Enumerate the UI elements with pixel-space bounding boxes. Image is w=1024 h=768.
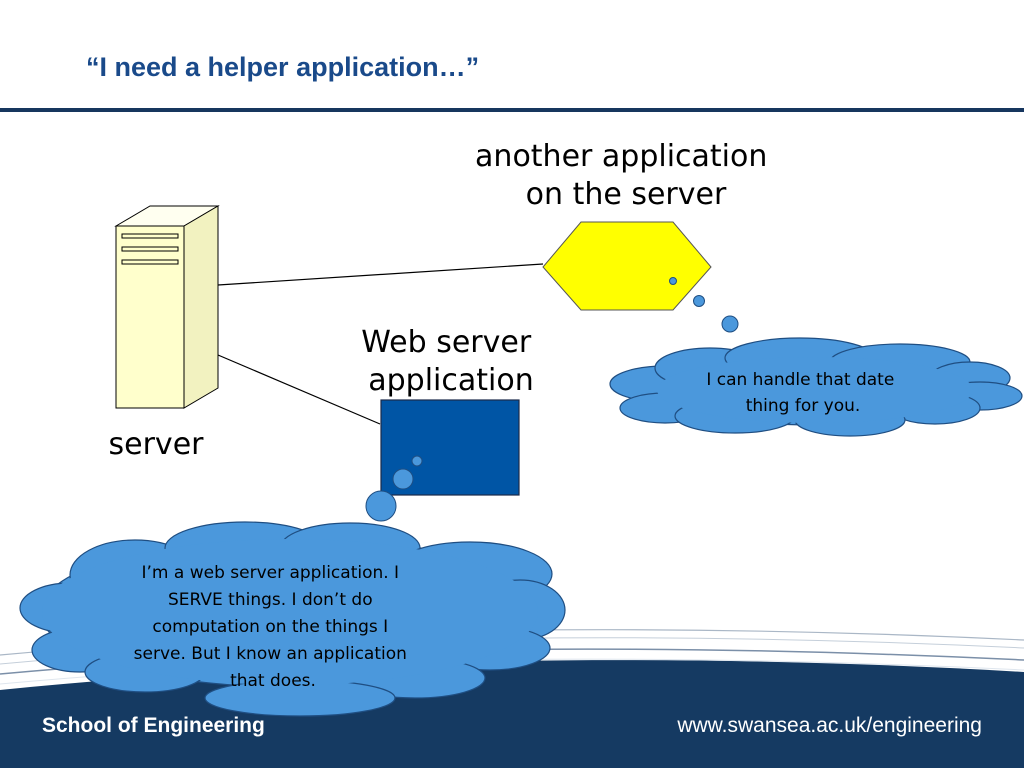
helper-speech-bubble	[609, 337, 1023, 437]
other-application-hexagon	[542, 221, 712, 311]
other-app-label: another application on the server	[475, 139, 777, 212]
other-app-label-line-2: on the server	[526, 177, 727, 212]
helper-bubble-text: I can handle that date thing for you.	[706, 370, 899, 416]
slide-title: “I need a helper application…”	[86, 52, 479, 82]
other-app-label-line-1: another application	[475, 139, 767, 174]
web-bubble-line-4: serve. But I know an application	[134, 644, 407, 664]
web-bubble-line-5: that does.	[230, 671, 316, 691]
web-server-speech-bubble	[19, 521, 566, 717]
connector-server-to-other-app	[217, 263, 544, 286]
helper-bubble-line-2: thing for you.	[746, 396, 861, 416]
web-server-bubble-text: I’m a web server application. I SERVE th…	[134, 563, 413, 691]
server-icon	[114, 205, 220, 409]
web-server-app-label: Web server application	[361, 325, 540, 398]
title-rule	[0, 108, 1024, 112]
connector-server-to-web-app	[217, 354, 381, 425]
web-server-app-label-line-2: application	[368, 363, 533, 398]
thought-dots-other-app	[669, 277, 739, 333]
web-server-app-label-line-1: Web server	[361, 325, 532, 360]
web-bubble-line-3: computation on the things I	[152, 617, 388, 637]
footer-url: www.swansea.ac.uk/engineering	[676, 714, 982, 737]
footer-school-name: School of Engineering	[42, 714, 265, 737]
thought-dots-web-app	[365, 455, 423, 522]
web-bubble-line-1: I’m a web server application. I	[142, 563, 400, 583]
helper-bubble-line-1: I can handle that date	[706, 370, 894, 390]
server-label: server	[109, 427, 205, 462]
web-bubble-line-2: SERVE things. I don’t do	[168, 590, 373, 610]
